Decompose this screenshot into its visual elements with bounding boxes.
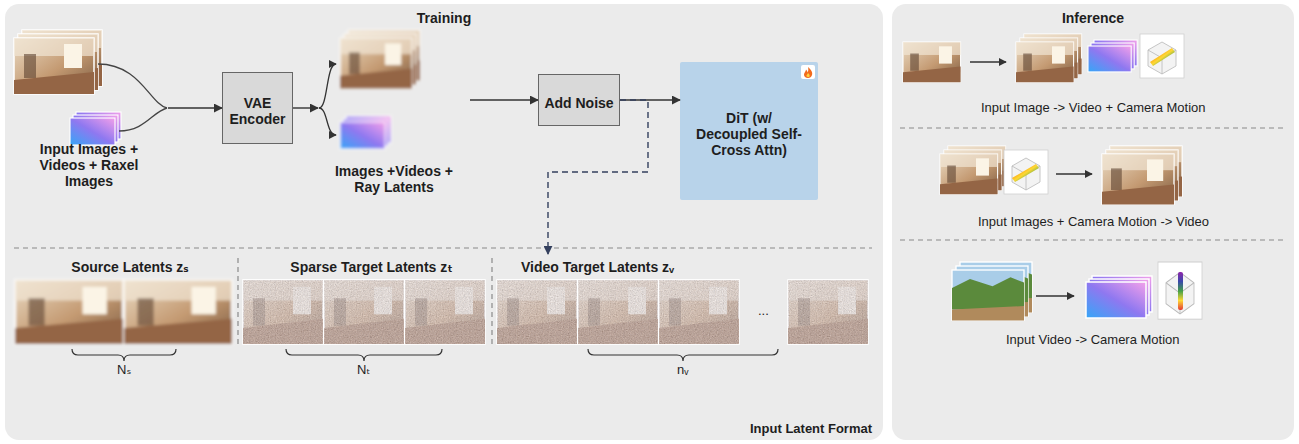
task-caption: Input Video -> Camera Motion	[1006, 332, 1180, 348]
inference-illustration	[1102, 154, 1174, 204]
inference-illustration	[903, 42, 961, 82]
input-images	[14, 30, 167, 145]
image-group: Images +Videos + Ray Latents	[318, 26, 470, 198]
model-box: DiT (w/ Decoupled Self-Cross Attn)	[680, 62, 818, 200]
latent-images	[340, 122, 385, 149]
inference-illustration	[1086, 282, 1146, 318]
latent-group: Video Target Latents zᵥ	[495, 254, 882, 382]
panel-title: Inference	[892, 4, 1294, 26]
section-divider	[14, 247, 872, 248]
dit-block	[680, 62, 818, 200]
flow-arrow	[293, 107, 318, 108]
panel-background	[5, 4, 883, 440]
inference-illustration	[1004, 150, 1048, 194]
task-caption: Input Image -> Video + Camera Motion	[981, 100, 1206, 116]
latent-strip	[124, 280, 232, 344]
count-label: Nₛ	[117, 362, 131, 378]
latent-strip	[15, 280, 868, 344]
count-bracket	[72, 349, 778, 361]
inference-illustration	[1150, 48, 1175, 66]
section-label: Input Latent Format	[750, 421, 872, 437]
latent-title: Sparse Target Latents zₜ	[241, 254, 502, 275]
dit-block	[804, 67, 812, 78]
latent-images	[340, 38, 412, 88]
inference-illustration	[1012, 164, 1039, 182]
latent-strip	[577, 280, 578, 344]
ellipsis-mark: ...	[758, 303, 769, 319]
inference-illustration	[1178, 272, 1183, 310]
box-label: DiT (w/ Decoupled Self-Cross Attn)	[691, 104, 807, 158]
process-box: VAE Encoder	[222, 72, 293, 144]
inference-illustration	[1140, 34, 1184, 78]
inference-illustration	[1088, 46, 1131, 72]
inference-illustration	[900, 127, 1286, 128]
inference-illustration	[1036, 295, 1074, 296]
latent-images	[319, 108, 336, 135]
latent-strip	[15, 280, 232, 344]
latent-strip	[497, 280, 739, 344]
input-images	[14, 38, 94, 94]
input-images	[70, 118, 115, 145]
latent-images	[319, 64, 336, 108]
panel-background	[892, 4, 1294, 440]
inference-illustration	[1016, 42, 1074, 82]
latent-images	[319, 30, 420, 149]
count-bracket	[286, 349, 442, 361]
count-bracket	[588, 349, 778, 361]
flow-arrow	[620, 99, 680, 100]
flow-arrow	[470, 99, 538, 100]
section-divider	[237, 258, 238, 346]
latent-strip	[243, 280, 485, 344]
dit-block	[806, 73, 809, 77]
task-caption: Input Images + Camera Motion -> Video	[978, 214, 1209, 230]
image-caption: Images +Videos + Ray Latents	[324, 157, 464, 195]
latent-strip	[788, 280, 868, 344]
image-group: Input Images + Videos + Raxel Images	[10, 26, 168, 192]
box-label: VAE Encoder	[227, 89, 288, 127]
box-label: Add Noise	[544, 89, 613, 111]
latent-title: Video Target Latents zᵥ	[495, 254, 882, 275]
panel-background	[5, 4, 1294, 440]
latent-strip	[404, 280, 405, 344]
inference-illustration	[900, 239, 1286, 240]
dit-block	[801, 65, 815, 79]
inference-illustration	[1158, 262, 1202, 319]
process-box: Add Noise	[538, 74, 620, 126]
panel-region: TrainingInput Images + Videos + Raxel Im…	[5, 4, 883, 440]
latent-strip	[323, 280, 324, 344]
inference-illustration	[1056, 173, 1092, 174]
latent-strip	[788, 280, 868, 344]
latent-strip	[324, 280, 659, 344]
inference-illustration	[940, 154, 998, 194]
count-label: Nₜ	[357, 362, 370, 378]
panel-title: Training	[5, 4, 883, 26]
count-label: nᵥ	[677, 362, 688, 378]
latent-images	[340, 30, 420, 149]
dit-block	[680, 62, 818, 200]
image-caption: Input Images + Videos + Raxel Images	[19, 135, 159, 189]
inference-illustration	[970, 61, 1006, 62]
section-divider	[491, 258, 492, 346]
inference-illustration	[952, 270, 1024, 320]
flow-arrow	[168, 107, 222, 108]
latent-strip	[658, 280, 659, 344]
latent-group: Sparse Target Latents zₜ	[241, 254, 502, 382]
input-images	[98, 64, 167, 131]
inference-illustration	[900, 34, 1286, 320]
latent-strip	[15, 280, 123, 344]
count-bracket	[72, 349, 176, 361]
latent-title: Source Latents zₛ	[12, 254, 248, 275]
